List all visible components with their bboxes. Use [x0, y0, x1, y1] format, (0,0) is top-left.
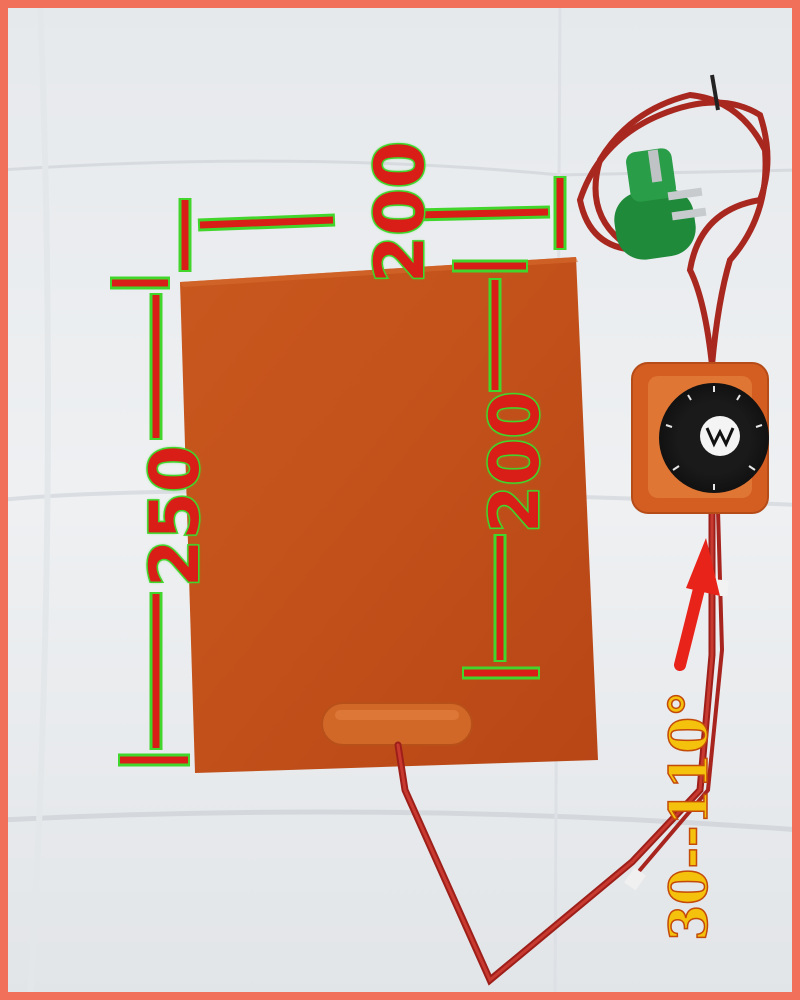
- temperature-range-label: 30--110°: [658, 690, 721, 942]
- brand-logo-icon: [700, 416, 740, 456]
- coiled-cable: [576, 91, 771, 366]
- dimension-lines: [110, 176, 567, 767]
- up-arrow-icon: [674, 538, 720, 671]
- inner-height-dimension-label: 200: [474, 390, 556, 535]
- width-dimension-label: 200: [359, 140, 441, 285]
- power-plug: [614, 148, 707, 260]
- thermostat-controller: [631, 362, 769, 514]
- height-dimension-label: 250: [134, 444, 216, 589]
- terminal-block: [321, 702, 473, 746]
